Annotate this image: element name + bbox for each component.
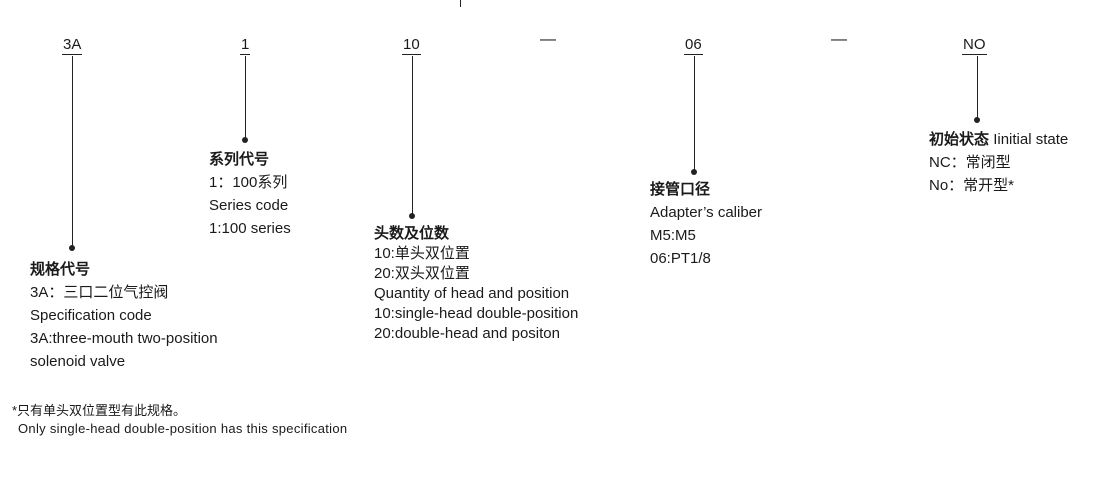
separator-dash-2: — bbox=[831, 31, 847, 48]
desc-state-title: 初始状态 bbox=[929, 131, 990, 148]
desc-state-title-en: Iinitial state bbox=[993, 131, 1069, 148]
desc-state-line: No：常开型* bbox=[929, 177, 1015, 194]
desc-spec: 规格代号 3A：三口二位气控阀 Specification code 3A:th… bbox=[30, 258, 218, 373]
desc-caliber-line: M5:M5 bbox=[650, 227, 696, 244]
desc-caliber-line: 06:PT1/8 bbox=[650, 250, 711, 267]
footnote-cn: *只有单头双位置型有此规格。 bbox=[12, 403, 187, 418]
desc-heads: 头数及位数 10:单头双位置 20:双头双位置 Quantity of head… bbox=[374, 224, 578, 344]
desc-heads-line: Quantity of head and position bbox=[374, 285, 570, 302]
desc-heads-line: 20:双头双位置 bbox=[374, 265, 470, 282]
leader-dot-spec bbox=[69, 245, 75, 251]
leader-dot-state bbox=[974, 117, 980, 123]
code-heads: 10 bbox=[402, 36, 421, 55]
code-state: NO bbox=[962, 36, 987, 55]
code-spec: 3A bbox=[62, 36, 83, 55]
leader-line-caliber bbox=[694, 56, 695, 172]
desc-series-line: Series code bbox=[209, 197, 289, 214]
footnote: *只有单头双位置型有此规格。 Only single-head double-p… bbox=[12, 402, 347, 438]
desc-series: 系列代号 1：100系列 Series code 1:100 series bbox=[209, 148, 291, 240]
desc-series-line: 1：100系列 bbox=[209, 174, 288, 191]
leader-line-series bbox=[245, 56, 246, 140]
desc-heads-title: 头数及位数 bbox=[374, 225, 450, 242]
leader-dot-caliber bbox=[691, 169, 697, 175]
code-series: 1 bbox=[240, 36, 251, 55]
desc-spec-line: solenoid valve bbox=[30, 353, 126, 370]
desc-heads-line: 20:double-head and positon bbox=[374, 325, 560, 342]
desc-spec-line: 3A:three-mouth two-position bbox=[30, 330, 218, 347]
desc-caliber: 接管口径 Adapter’s caliber M5:M5 06:PT1/8 bbox=[650, 178, 762, 270]
leader-line-spec bbox=[72, 56, 73, 248]
desc-heads-line: 10:单头双位置 bbox=[374, 245, 470, 262]
desc-caliber-line: Adapter’s caliber bbox=[650, 204, 763, 221]
desc-series-line: 1:100 series bbox=[209, 220, 291, 237]
leader-dot-heads bbox=[409, 213, 415, 219]
desc-series-title: 系列代号 bbox=[209, 151, 270, 168]
leader-dot-series bbox=[242, 137, 248, 143]
desc-spec-line: 3A：三口二位气控阀 bbox=[30, 284, 169, 301]
top-edge-mark bbox=[460, 0, 461, 7]
desc-spec-line: Specification code bbox=[30, 307, 152, 324]
separator-dash-1: — bbox=[540, 31, 556, 48]
desc-spec-title: 规格代号 bbox=[30, 261, 91, 278]
leader-line-heads bbox=[412, 56, 413, 216]
footnote-en: Only single-head double-position has thi… bbox=[18, 421, 348, 436]
leader-line-state bbox=[977, 56, 978, 120]
desc-state: 初始状态 Iinitial state NC：常闭型 No：常开型* bbox=[929, 128, 1068, 197]
desc-heads-line: 10:single-head double-position bbox=[374, 305, 579, 322]
desc-caliber-title: 接管口径 bbox=[650, 181, 711, 198]
code-caliber: 06 bbox=[684, 36, 703, 55]
desc-state-line: NC：常闭型 bbox=[929, 154, 1011, 171]
